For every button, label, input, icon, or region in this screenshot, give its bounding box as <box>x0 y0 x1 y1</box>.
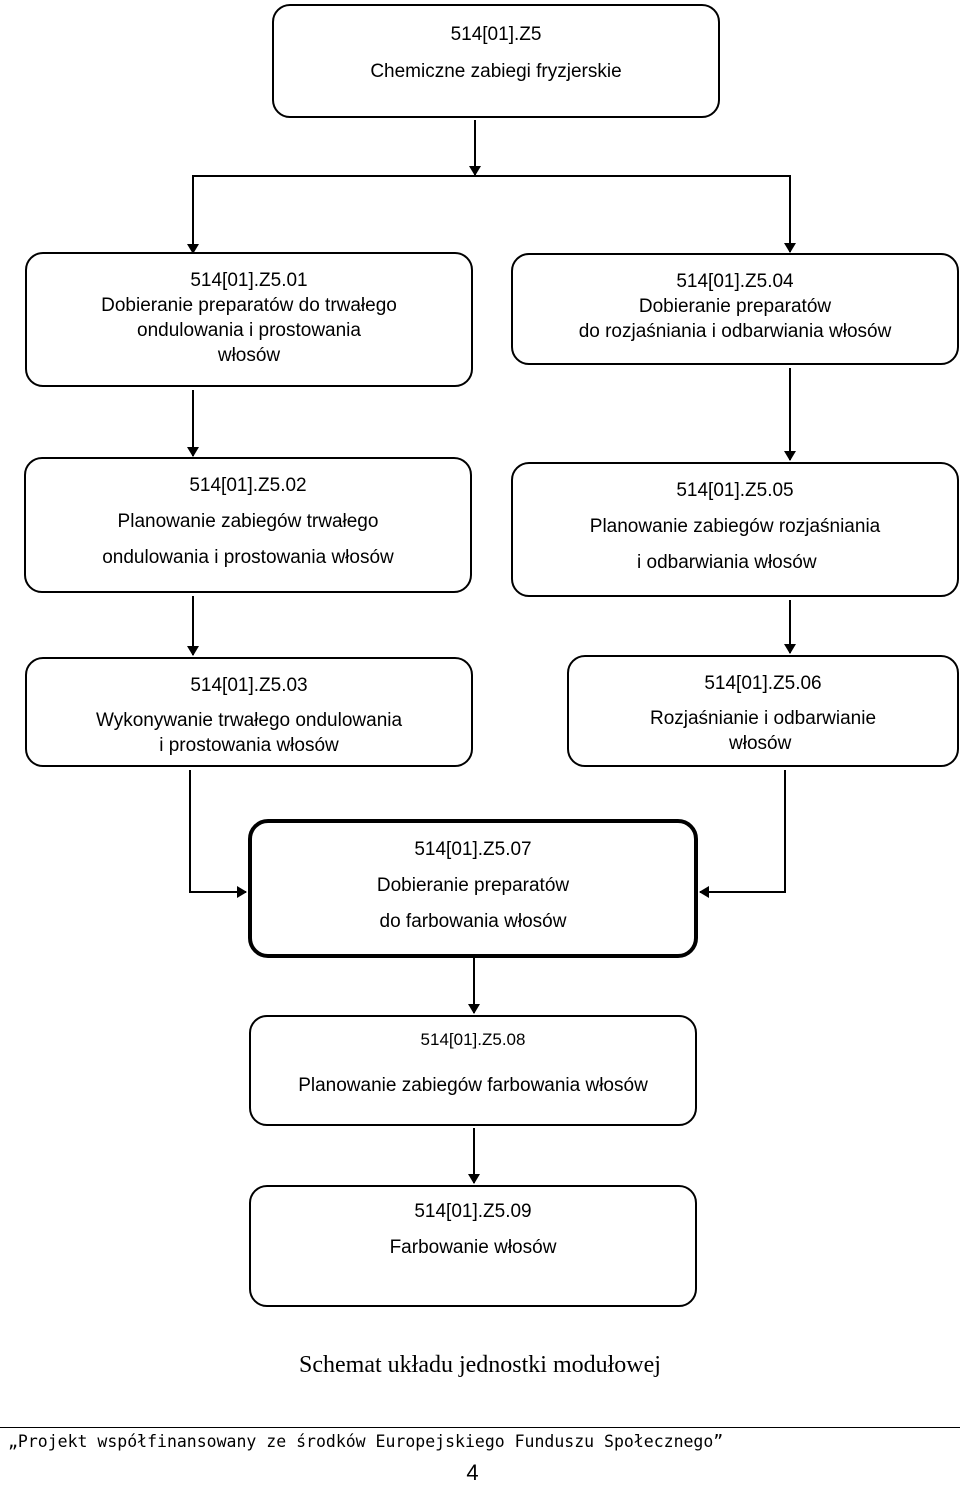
unit-title-line: i prostowania włosów <box>159 735 339 756</box>
unit-box-z507: 514[01].Z5.07 Dobieranie preparatów do f… <box>248 819 698 958</box>
unit-box-z508: 514[01].Z5.08 Planowanie zabiegów farbow… <box>249 1015 697 1126</box>
unit-title-line: do farbowania włosów <box>379 911 567 932</box>
unit-code: 514[01].Z5 <box>450 24 542 45</box>
unit-code: 514[01].Z5.02 <box>189 475 307 496</box>
unit-code: 514[01].Z5.03 <box>190 675 308 696</box>
unit-code: 514[01].Z5.04 <box>676 271 794 292</box>
unit-title-line: włosów <box>729 733 792 754</box>
unit-box-z506: 514[01].Z5.06 Rozjaśnianie i odbarwianie… <box>567 655 959 767</box>
unit-title-line: i odbarwiania włosów <box>637 552 817 573</box>
unit-box-z509: 514[01].Z5.09 Farbowanie włosów <box>249 1185 697 1307</box>
unit-box-z505: 514[01].Z5.05 Planowanie zabiegów rozjaś… <box>511 462 959 597</box>
page-number: 4 <box>466 1460 479 1485</box>
unit-title-line: Planowanie zabiegów farbowania włosów <box>298 1075 648 1096</box>
unit-box-z503: 514[01].Z5.03 Wykonywanie trwałego ondul… <box>25 657 473 767</box>
arrow-branch-right <box>475 175 796 253</box>
unit-title-line: Dobieranie preparatów <box>376 875 570 896</box>
unit-title-line: włosów <box>217 345 281 366</box>
unit-title-line: Farbowanie włosów <box>389 1237 557 1258</box>
unit-code: 514[01].Z5.09 <box>414 1201 532 1222</box>
unit-title-line: Dobieranie preparatów do trwałego <box>101 295 397 316</box>
unit-code: 514[01].Z5.05 <box>676 480 794 501</box>
arrow-z503-z507 <box>189 770 247 898</box>
arrow-z506-z507 <box>699 770 786 898</box>
unit-title-line: ondulowania i prostowania <box>137 320 361 341</box>
unit-title-line: Wykonywanie trwałego ondulowania <box>95 710 403 731</box>
unit-box-z502: 514[01].Z5.02 Planowanie zabiegów trwałe… <box>24 457 472 593</box>
footer-divider <box>0 1427 960 1428</box>
unit-code: 514[01].Z5.06 <box>704 673 822 694</box>
unit-box-z5: 514[01].Z5 Chemiczne zabiegi fryzjerskie <box>272 4 720 118</box>
diagram-caption: Schemat układu jednostki modułowej <box>299 1352 661 1378</box>
unit-title-line: Chemiczne zabiegi fryzjerskie <box>370 61 622 82</box>
footer-note: „Projekt współfinansowany ze środków Eur… <box>8 1432 724 1451</box>
unit-code: 514[01].Z5.01 <box>190 270 308 291</box>
unit-title-line: Planowanie zabiegów rozjaśniania <box>589 516 881 537</box>
unit-code: 514[01].Z5.07 <box>414 839 532 860</box>
unit-box-z501: 514[01].Z5.01 Dobieranie preparatów do t… <box>25 252 473 387</box>
arrow-branch-left <box>187 175 475 254</box>
unit-title-line: ondulowania i prostowania włosów <box>102 547 394 568</box>
unit-title-line: do rozjaśniania i odbarwiania włosów <box>578 321 892 342</box>
unit-title-line: Planowanie zabiegów trwałego <box>117 511 379 532</box>
unit-title-line: Rozjaśnianie i odbarwianie <box>649 708 877 729</box>
unit-title-line: Dobieranie preparatów <box>638 296 832 317</box>
unit-code: 514[01].Z5.08 <box>420 1030 526 1049</box>
unit-box-z504: 514[01].Z5.04 Dobieranie preparatów do r… <box>511 253 959 365</box>
